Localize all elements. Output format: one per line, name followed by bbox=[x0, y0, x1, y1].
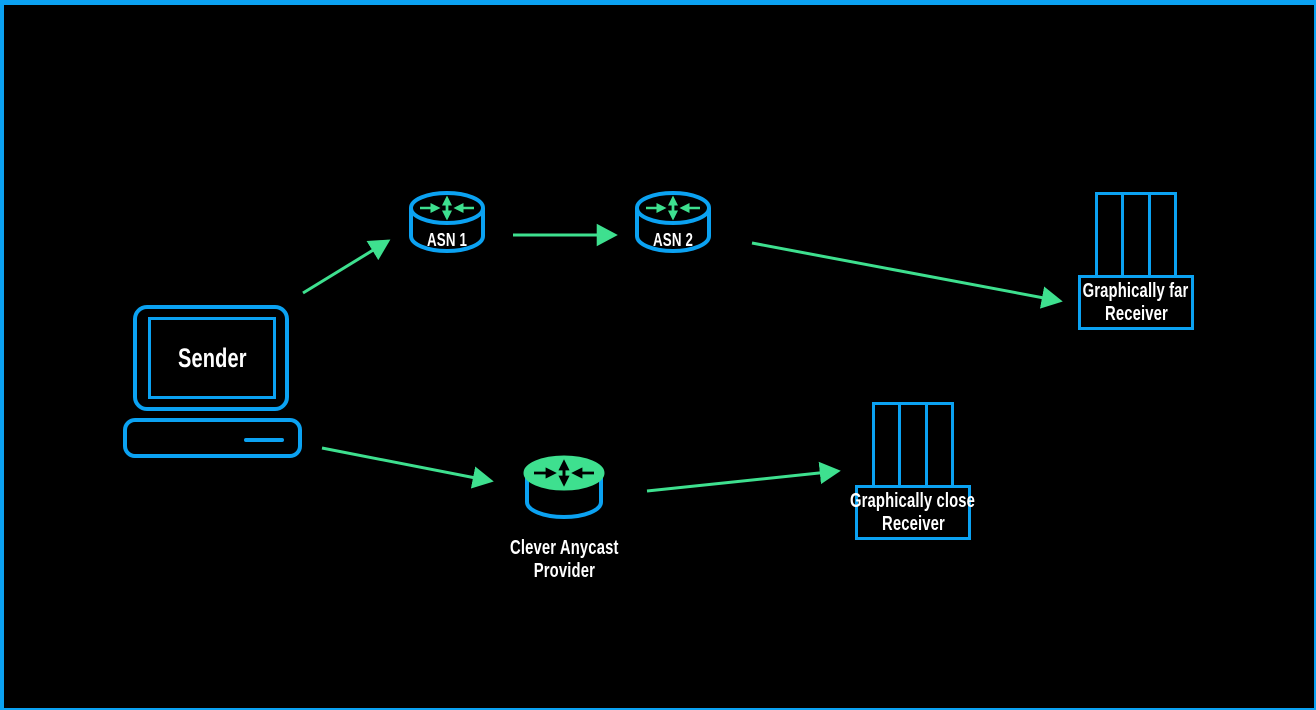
far-receiver-label-box: Graphically far Receiver bbox=[1078, 275, 1194, 330]
router-icon bbox=[409, 191, 485, 253]
node-sender: Sender bbox=[123, 305, 303, 460]
node-close-receiver: Graphically close Receiver bbox=[850, 402, 975, 542]
server-rack-column bbox=[1124, 195, 1151, 275]
edge-anycast-close-receiver bbox=[646, 461, 841, 493]
far-receiver-label-line2: Receiver bbox=[1104, 302, 1168, 325]
node-far-receiver: Graphically far Receiver bbox=[1078, 192, 1196, 332]
router-icon-highlighted bbox=[523, 455, 605, 519]
router-cross-arrows-icon bbox=[646, 195, 700, 221]
keyboard-line bbox=[244, 438, 284, 442]
node-asn1: ASN 1 bbox=[405, 188, 491, 258]
close-receiver-label-box: Graphically close Receiver bbox=[850, 485, 975, 540]
monitor-screen: Sender bbox=[148, 317, 276, 399]
asn2-label: ASN 2 bbox=[653, 230, 693, 250]
server-rack-column bbox=[1098, 195, 1125, 275]
close-receiver-label: Graphically close bbox=[850, 489, 976, 512]
server-rack-column bbox=[1151, 195, 1174, 275]
sender-label: Sender bbox=[177, 342, 247, 373]
edge-sender-asn1 bbox=[302, 239, 391, 295]
monitor-icon bbox=[133, 305, 289, 411]
router-icon bbox=[635, 191, 711, 253]
edge-sender-anycast bbox=[321, 446, 494, 489]
asn1-label: ASN 1 bbox=[427, 230, 467, 250]
router-cross-arrows-icon bbox=[534, 459, 594, 487]
server-rack-column bbox=[875, 405, 902, 485]
edge-asn2-far-receiver bbox=[751, 241, 1063, 309]
server-rack-column bbox=[901, 405, 928, 485]
server-rack-column bbox=[928, 405, 951, 485]
anycast-label: Clever Anycast Provider bbox=[509, 537, 619, 582]
node-asn2: ASN 2 bbox=[631, 188, 717, 258]
router-cross-arrows-icon bbox=[420, 195, 474, 221]
node-anycast-provider: Clever Anycast Provider bbox=[510, 453, 618, 583]
close-receiver-label-line2: Receiver bbox=[881, 512, 945, 535]
far-receiver-label: Graphically far bbox=[1083, 279, 1189, 302]
keyboard-icon bbox=[123, 418, 302, 458]
server-icon bbox=[1095, 192, 1177, 278]
server-icon bbox=[872, 402, 954, 488]
